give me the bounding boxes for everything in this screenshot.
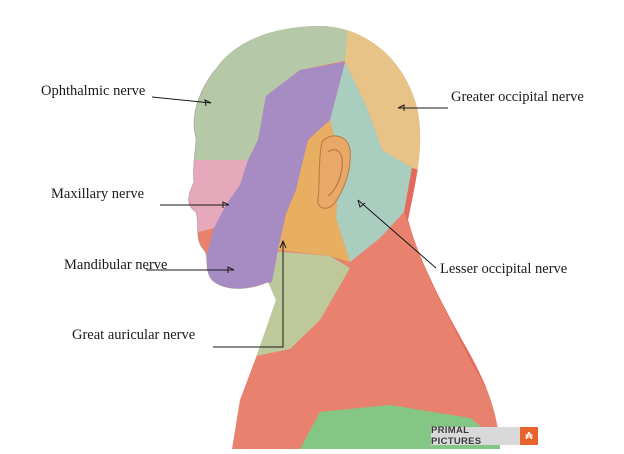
ophthalmic-nerve-label: Ophthalmic nerve bbox=[41, 84, 145, 99]
great-auricular-nerve-label: Great auricular nerve bbox=[72, 328, 195, 343]
maxillary-nerve-label: Maxillary nerve bbox=[51, 187, 144, 202]
greater-occipital-nerve-label: Greater occipital nerve bbox=[451, 90, 584, 105]
lesser-occipital-nerve-label: Lesser occipital nerve bbox=[440, 262, 567, 277]
logo-text: PRIMAL PICTURES bbox=[431, 427, 520, 445]
mandibular-nerve-label: Mandibular nerve bbox=[64, 258, 167, 273]
primal-pictures-mark-icon: ₳ bbox=[520, 427, 538, 445]
primal-pictures-logo: PRIMAL PICTURES ₳ bbox=[431, 427, 538, 445]
